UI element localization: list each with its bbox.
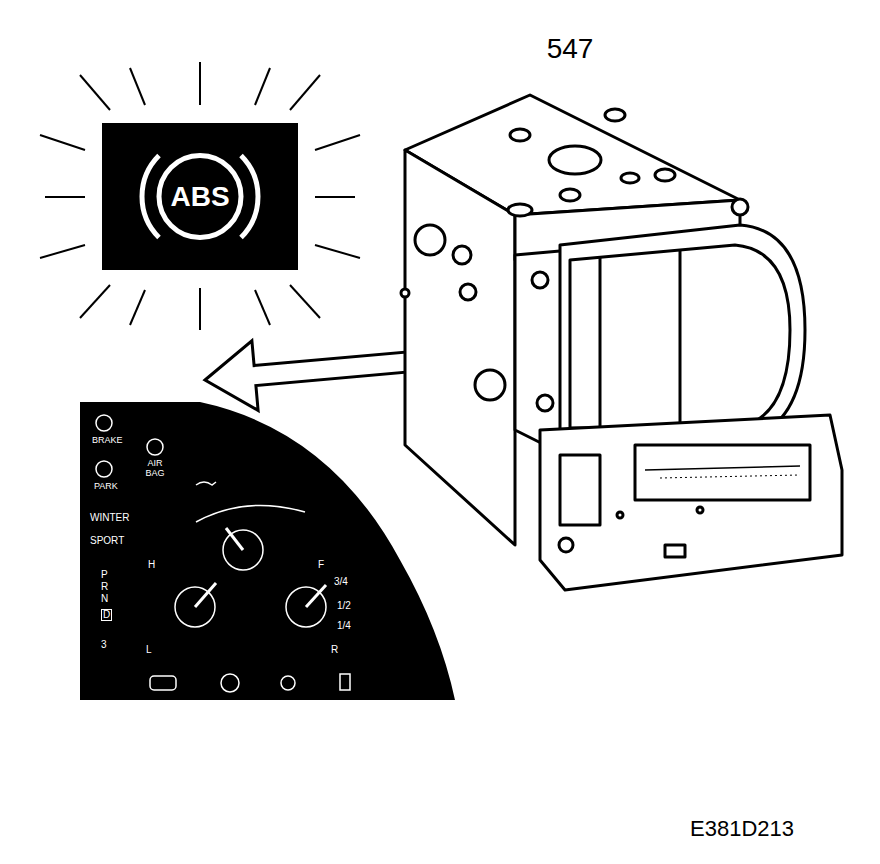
warning-lamp: ABS	[102, 123, 298, 270]
cluster-label: WINTER	[90, 513, 129, 523]
cluster-label: R	[331, 645, 338, 655]
cluster-label: P	[101, 570, 108, 580]
lamp-rays	[40, 62, 360, 330]
cluster-label: 3/4	[334, 577, 348, 587]
cluster-gauges	[96, 415, 350, 692]
part-number: 547	[547, 35, 594, 63]
cluster-label: 1/4	[337, 621, 351, 631]
lamp-text: ABS	[170, 183, 229, 211]
cluster-label: D	[101, 609, 112, 621]
pointer-arrow	[205, 341, 431, 411]
figure-code: E381D213	[690, 818, 794, 840]
cluster-label: AIR BAG	[142, 459, 168, 479]
cluster-label: SPORT	[90, 536, 124, 546]
cluster-label: PARK	[94, 482, 118, 491]
cluster-label: F	[318, 560, 324, 570]
cluster-label: 3	[101, 640, 107, 650]
cluster-label: BRAKE	[92, 436, 123, 445]
cluster-label: N	[101, 594, 108, 604]
cluster-label: R	[101, 582, 108, 592]
abs-unit	[401, 95, 842, 590]
cluster-label: H	[148, 560, 155, 570]
cluster-label: 1/2	[337, 601, 351, 611]
instrument-cluster	[80, 402, 455, 700]
cluster-label: L	[146, 645, 152, 655]
